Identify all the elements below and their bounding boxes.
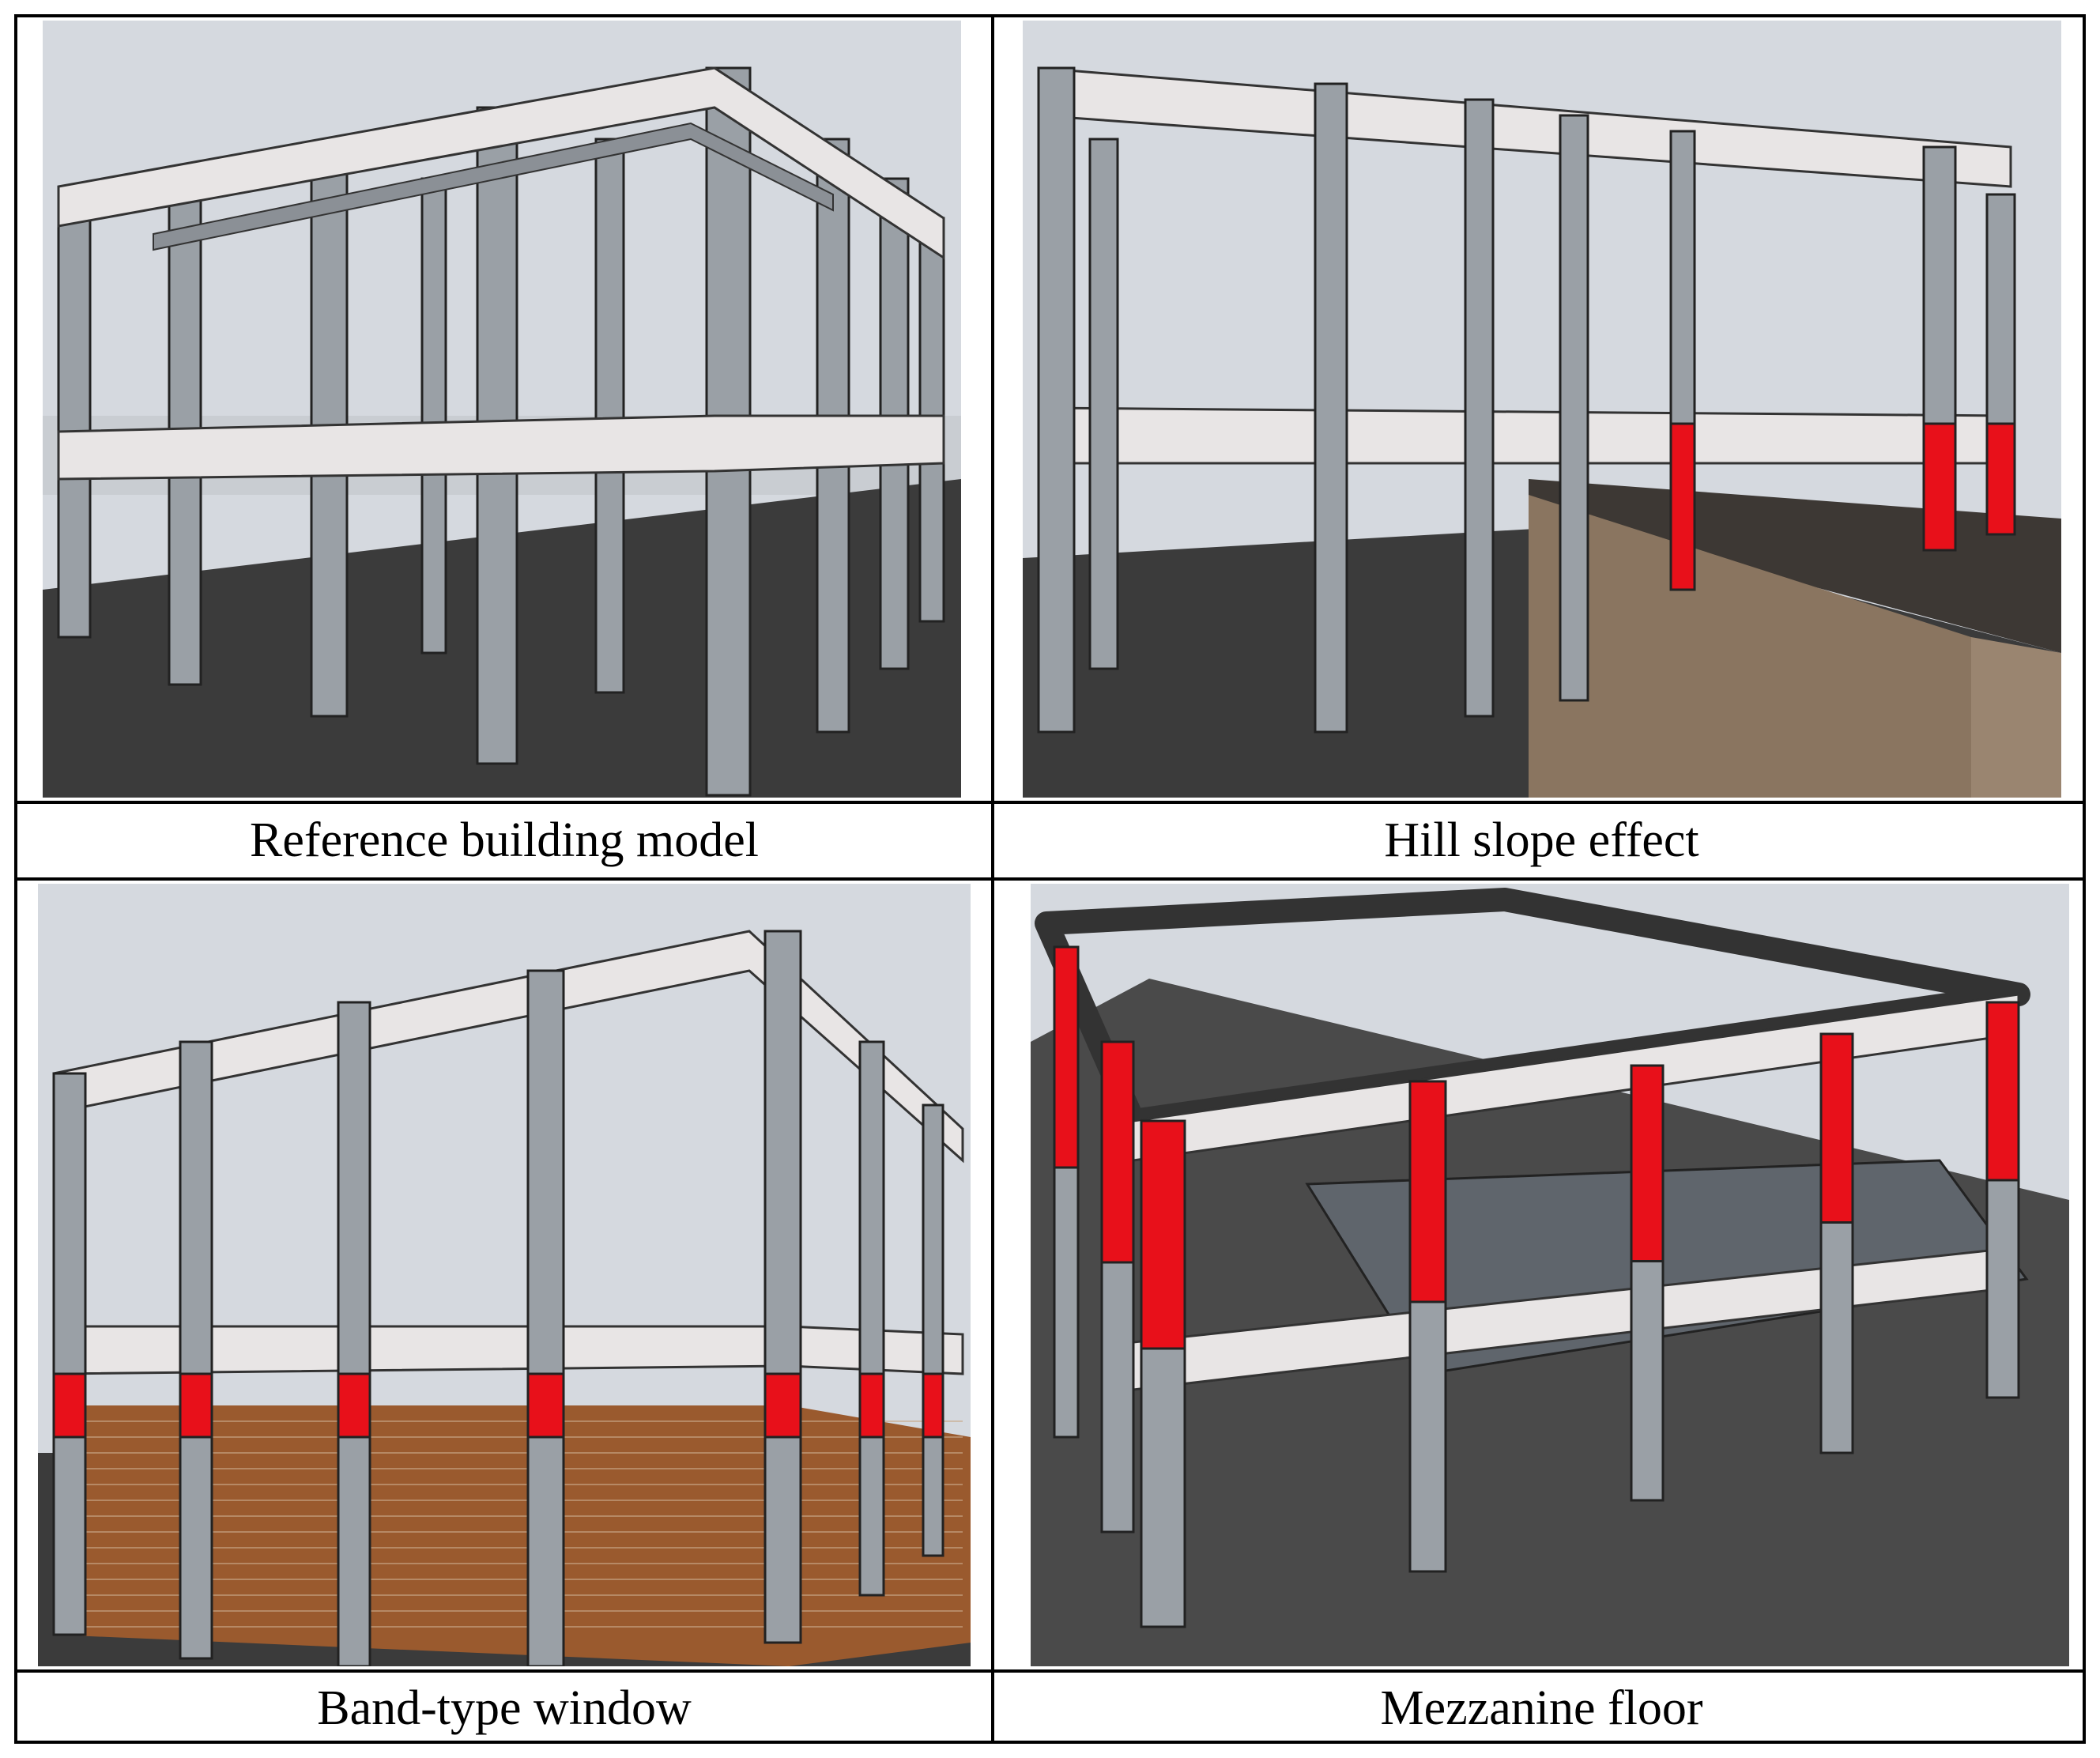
column-6-weak <box>858 1372 885 1439</box>
panel-band-image <box>38 884 971 1666</box>
column-7-weak <box>1922 422 1957 552</box>
column-2-weak <box>1100 1040 1135 1264</box>
column-6 <box>858 1040 885 1597</box>
column-6-weak <box>1669 422 1696 591</box>
column-2 <box>179 1040 213 1660</box>
mezzanine-floor-illustration <box>1031 884 2069 1666</box>
grid-divider-row1 <box>17 801 2083 804</box>
column-10 <box>420 177 447 655</box>
panel-mezzanine-image <box>1031 884 2069 1666</box>
grid-divider-row3 <box>17 1669 2083 1673</box>
column-3-weak <box>1140 1119 1186 1350</box>
column-7 <box>922 1103 944 1557</box>
column-1 <box>1037 66 1076 734</box>
column-4 <box>526 969 565 1666</box>
band-window-illustration <box>38 884 971 1666</box>
column-7-weak <box>922 1372 944 1439</box>
caption-mezzanine: Mezzanine floor <box>1380 1681 1703 1735</box>
column-3 <box>1314 82 1348 734</box>
panel-reference-image <box>43 21 961 798</box>
column-3 <box>337 1001 371 1666</box>
panel-hill-image <box>1023 21 2061 798</box>
column-1-weak <box>1053 945 1080 1169</box>
column-5 <box>1559 114 1589 702</box>
column-1 <box>57 201 92 639</box>
figure-grid: Reference building model Hill slope effe… <box>14 14 2086 1744</box>
caption-hill: Hill slope effect <box>1384 813 1699 867</box>
caption-band: Band-type window <box>317 1681 692 1735</box>
column-5 <box>763 930 802 1644</box>
column-5-weak <box>763 1372 802 1439</box>
column-4-weak <box>1408 1080 1447 1303</box>
column-1-weak <box>52 1372 87 1439</box>
reference-building-illustration <box>43 21 961 798</box>
column-3-weak <box>337 1372 371 1439</box>
hill-slope-illustration <box>1023 21 2061 798</box>
column-5-weak <box>1630 1064 1665 1262</box>
column-1 <box>52 1072 87 1636</box>
column-9 <box>594 138 625 694</box>
column-4 <box>1464 98 1495 718</box>
column-2-weak <box>179 1372 213 1439</box>
column-2 <box>1088 138 1119 670</box>
column-8-weak <box>1985 422 2016 536</box>
grid-divider-middle <box>17 877 2083 881</box>
column-7-weak <box>1985 1001 2020 1182</box>
column-4-weak <box>526 1372 565 1439</box>
caption-reference: Reference building model <box>250 813 759 867</box>
column-6-weak <box>1819 1032 1854 1224</box>
